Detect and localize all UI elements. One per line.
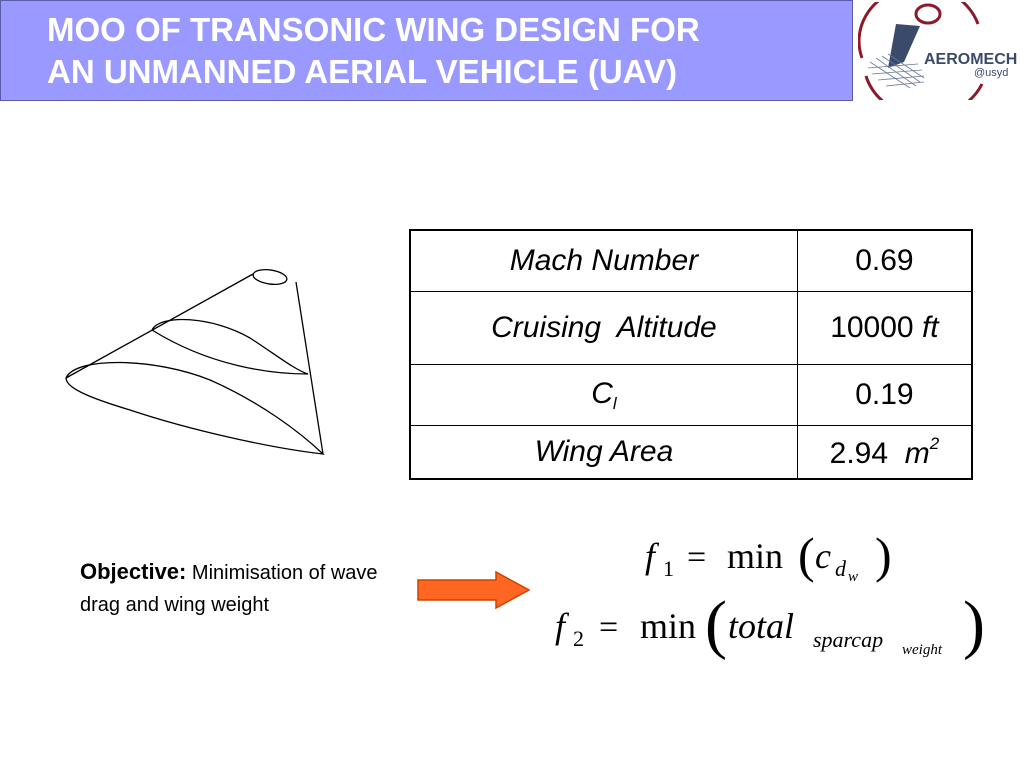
wing-area-unit: m xyxy=(904,436,930,470)
objective-text: Objective: Minimisation of wave drag and… xyxy=(80,556,410,621)
altitude-label: Cruising Altitude xyxy=(409,291,798,365)
f1-index: 1 xyxy=(663,556,674,581)
wing-area-exponent: 2 xyxy=(929,433,940,453)
cl-subscript: l xyxy=(612,393,617,413)
altitude-label-text: Cruising Altitude xyxy=(491,311,717,344)
wing-area-label: Wing Area xyxy=(409,425,798,480)
f2-subsubscript: weight xyxy=(902,642,943,658)
f1-symbol: f xyxy=(645,536,660,576)
logo-subtext: @usyd xyxy=(974,67,1008,79)
title-line-2: AN UNMANNED AERIAL VEHICLE (UAV) xyxy=(47,53,678,90)
f2-close-paren: ) xyxy=(963,588,985,661)
title-line-1: MOO OF TRANSONIC WING DESIGN FOR xyxy=(47,11,700,48)
f1-variable: c xyxy=(815,536,831,576)
f2-open-paren: ( xyxy=(705,588,727,661)
f1-subsubscript: w xyxy=(848,569,858,585)
title-banner: MOO OF TRANSONIC WING DESIGN FOR AN UNMA… xyxy=(0,0,853,101)
objective-formulas: f 1 = min ( c d w ) f 2 = min ( total sp… xyxy=(555,527,985,661)
formula-f1: f 1 = min ( c d w ) xyxy=(645,527,892,585)
lift-coefficient-label: Cl xyxy=(409,364,798,426)
f2-subscript: sparcap xyxy=(813,627,883,652)
f1-equals: = xyxy=(687,539,706,576)
objective-body: Minimisation of wave drag and wing weigh… xyxy=(80,562,378,616)
wing-diagram xyxy=(65,269,325,455)
table-row: Mach Number 0.69 xyxy=(409,229,973,292)
f1-subscript: d xyxy=(835,556,847,581)
f2-variable: total xyxy=(728,606,794,646)
f2-symbol: f xyxy=(555,606,570,646)
parameters-table: Mach Number 0.69 Cruising Altitude 10000… xyxy=(409,229,973,480)
f2-min: min xyxy=(640,606,696,646)
table-row: Cruising Altitude 10000 ft xyxy=(409,291,973,365)
table-row: Wing Area 2.94 m2 xyxy=(409,425,973,480)
cl-symbol: C xyxy=(591,376,613,410)
formula-f2: f 2 = min ( total sparcap weight ) xyxy=(555,588,985,661)
altitude-unit: ft xyxy=(921,311,939,344)
wing-area-value: 2.94 m2 xyxy=(796,425,973,480)
altitude-value: 10000 ft xyxy=(796,291,973,365)
objective-heading: Objective: xyxy=(80,559,187,584)
slide-title: MOO OF TRANSONIC WING DESIGN FOR AN UNMA… xyxy=(47,9,847,93)
f1-open-paren: ( xyxy=(798,527,815,583)
logo-wordmark: AEROMECH xyxy=(924,51,1017,68)
f1-min: min xyxy=(727,536,783,576)
altitude-number: 10000 xyxy=(830,311,914,344)
f1-close-paren: ) xyxy=(875,527,892,583)
f2-index: 2 xyxy=(573,626,584,651)
mach-number-label: Mach Number xyxy=(409,229,798,292)
right-arrow-icon xyxy=(417,570,531,610)
f2-equals: = xyxy=(599,609,618,646)
wing-area-number: 2.94 xyxy=(829,436,889,470)
aeromech-logo: AEROMECH @usyd xyxy=(858,2,1017,100)
mach-number-value: 0.69 xyxy=(796,229,973,292)
lift-coefficient-value: 0.19 xyxy=(796,364,973,426)
table-row: Cl 0.19 xyxy=(409,364,973,426)
